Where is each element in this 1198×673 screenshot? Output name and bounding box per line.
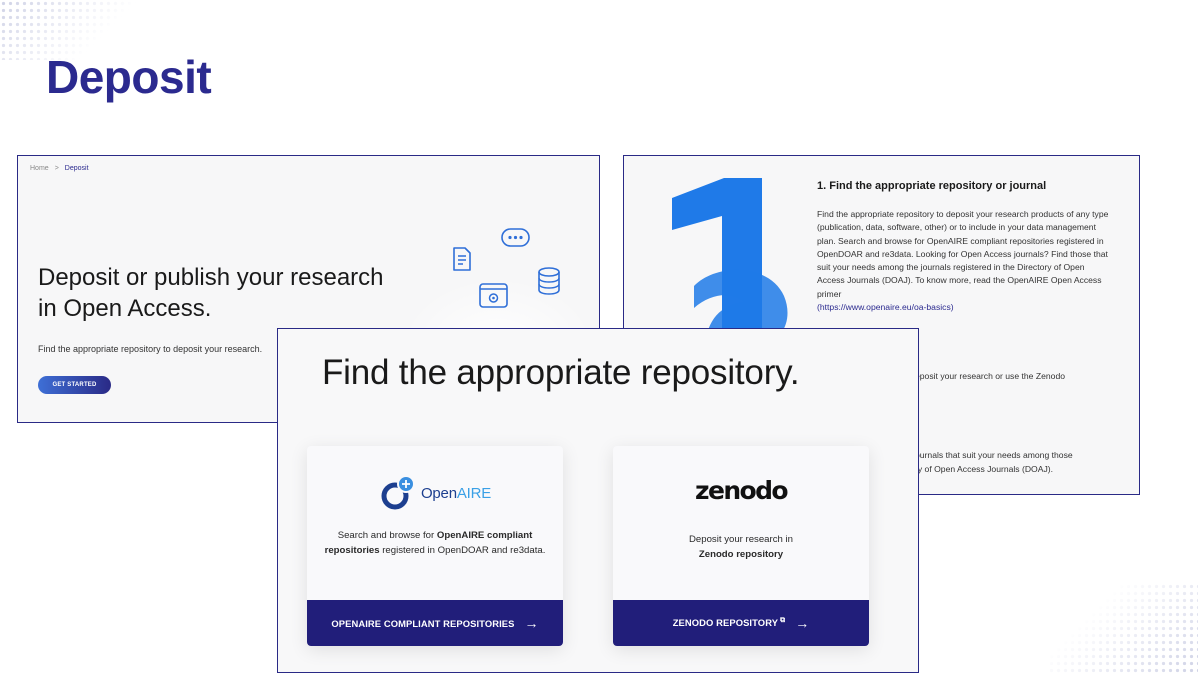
oa-basics-link[interactable]: (https://www.openaire.eu/oa-basics)	[817, 302, 954, 313]
breadcrumb-current: Deposit	[64, 165, 89, 172]
zenodo-logo: zenodo	[613, 474, 869, 505]
big-number-graphic: 1	[672, 178, 788, 348]
find-repository-panel: Find the appropriate repository. OpenAIR…	[277, 328, 919, 673]
breadcrumb-separator: >	[54, 165, 59, 172]
document-icon	[453, 247, 471, 271]
zenodo-repository-button[interactable]: ZENODO REPOSITORY⧉→	[613, 600, 869, 646]
step-title: 1. Find the appropriate repository or jo…	[817, 180, 1047, 192]
chat-bubble-icon	[501, 228, 530, 247]
openaire-logo-icon	[381, 475, 415, 510]
openaire-card: OpenAIRE Search and browse for OpenAIRE …	[307, 446, 563, 646]
partial-text-doaj: ry of Open Access Journals (DOAJ).	[915, 464, 1054, 474]
find-repository-title: Find the appropriate repository.	[322, 353, 800, 392]
slide-title: Deposit	[46, 51, 212, 103]
settings-window-icon	[479, 283, 508, 308]
arrow-right-icon: →	[795, 615, 810, 631]
hero-title: Deposit or publish your research in Open…	[38, 264, 384, 322]
openaire-compliant-repositories-button[interactable]: OPENAIRE COMPLIANT REPOSITORIES→	[307, 600, 563, 646]
hero-subtitle: Find the appropriate repository to depos…	[38, 344, 263, 354]
breadcrumb-home-link[interactable]: Home	[30, 165, 49, 172]
step-description: Find the appropriate repository to depos…	[817, 208, 1112, 314]
get-started-button[interactable]: GET STARTED	[38, 376, 111, 394]
decorative-dots-top-left	[0, 0, 140, 60]
external-link-icon: ⧉	[780, 617, 786, 624]
zenodo-logo-text: zenodo	[695, 476, 789, 505]
step-one-panel: 1 1. Find the appropriate repository or …	[623, 155, 1140, 495]
openaire-logo: OpenAIRE	[307, 474, 563, 512]
database-icon	[538, 267, 560, 295]
step-number: 1	[724, 310, 730, 321]
openaire-logo-text: OpenAIRE	[420, 484, 492, 502]
openaire-card-description: Search and browse for OpenAIRE compliant…	[324, 530, 546, 556]
decorative-dots-bottom-right	[1048, 583, 1198, 673]
partial-text-zenodo: eposit your research or use the Zenodo	[915, 371, 1066, 381]
breadcrumb: Home > Deposit	[30, 165, 89, 172]
partial-text-journals: ournals that suit your needs among those	[915, 450, 1073, 460]
step-body-text: Find the appropriate repository to depos…	[817, 209, 1109, 299]
arrow-right-icon: →	[524, 615, 539, 631]
